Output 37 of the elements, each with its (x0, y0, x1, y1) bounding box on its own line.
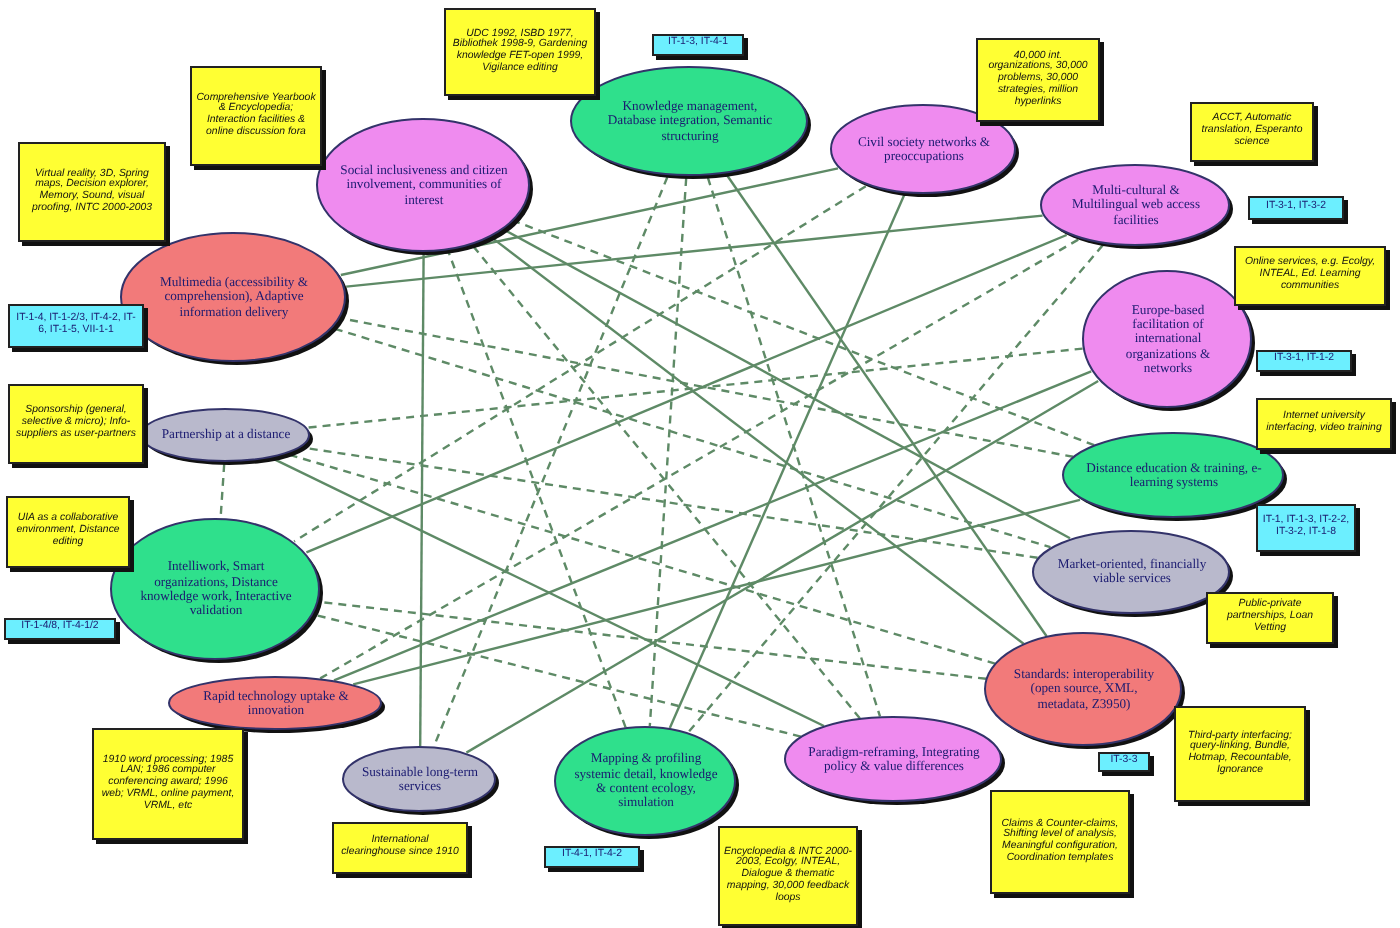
topic-ellipse (552, 724, 740, 840)
connector-line (648, 177, 688, 727)
connector-line (315, 613, 802, 738)
topic-ellipse (568, 64, 812, 180)
topic-ellipse (118, 230, 350, 366)
connector-line (289, 453, 996, 665)
topic-ellipse (166, 674, 386, 734)
connector-line (273, 458, 825, 728)
topic-ellipse (340, 744, 500, 816)
connector-line (447, 251, 627, 728)
topic-ellipse (1038, 162, 1234, 250)
connector-line (319, 238, 1079, 680)
connector-line (307, 347, 1083, 429)
connector-line (687, 244, 1104, 733)
topic-ellipse (1080, 268, 1256, 412)
topic-ellipse (982, 630, 1186, 750)
connector-line (419, 254, 425, 746)
connector-line (334, 327, 1051, 549)
connector-line (320, 600, 987, 680)
connector-line (432, 176, 669, 748)
connector-line (333, 370, 1092, 682)
connector-line (352, 498, 1081, 686)
connector-line (219, 463, 226, 519)
connector-line (668, 194, 906, 729)
connector-line (472, 245, 861, 719)
connector-line (726, 174, 1048, 637)
connector-line (505, 229, 1071, 540)
connector-line (515, 220, 1095, 447)
connector-line (293, 185, 867, 543)
topic-ellipse (782, 714, 1006, 806)
topic-ellipse (314, 116, 534, 256)
connector-line (492, 237, 1025, 645)
connector-line (346, 214, 1043, 288)
connector-line (305, 233, 1068, 554)
connector-line (465, 379, 1099, 754)
connector-line (340, 167, 839, 277)
connector-line (706, 177, 882, 717)
